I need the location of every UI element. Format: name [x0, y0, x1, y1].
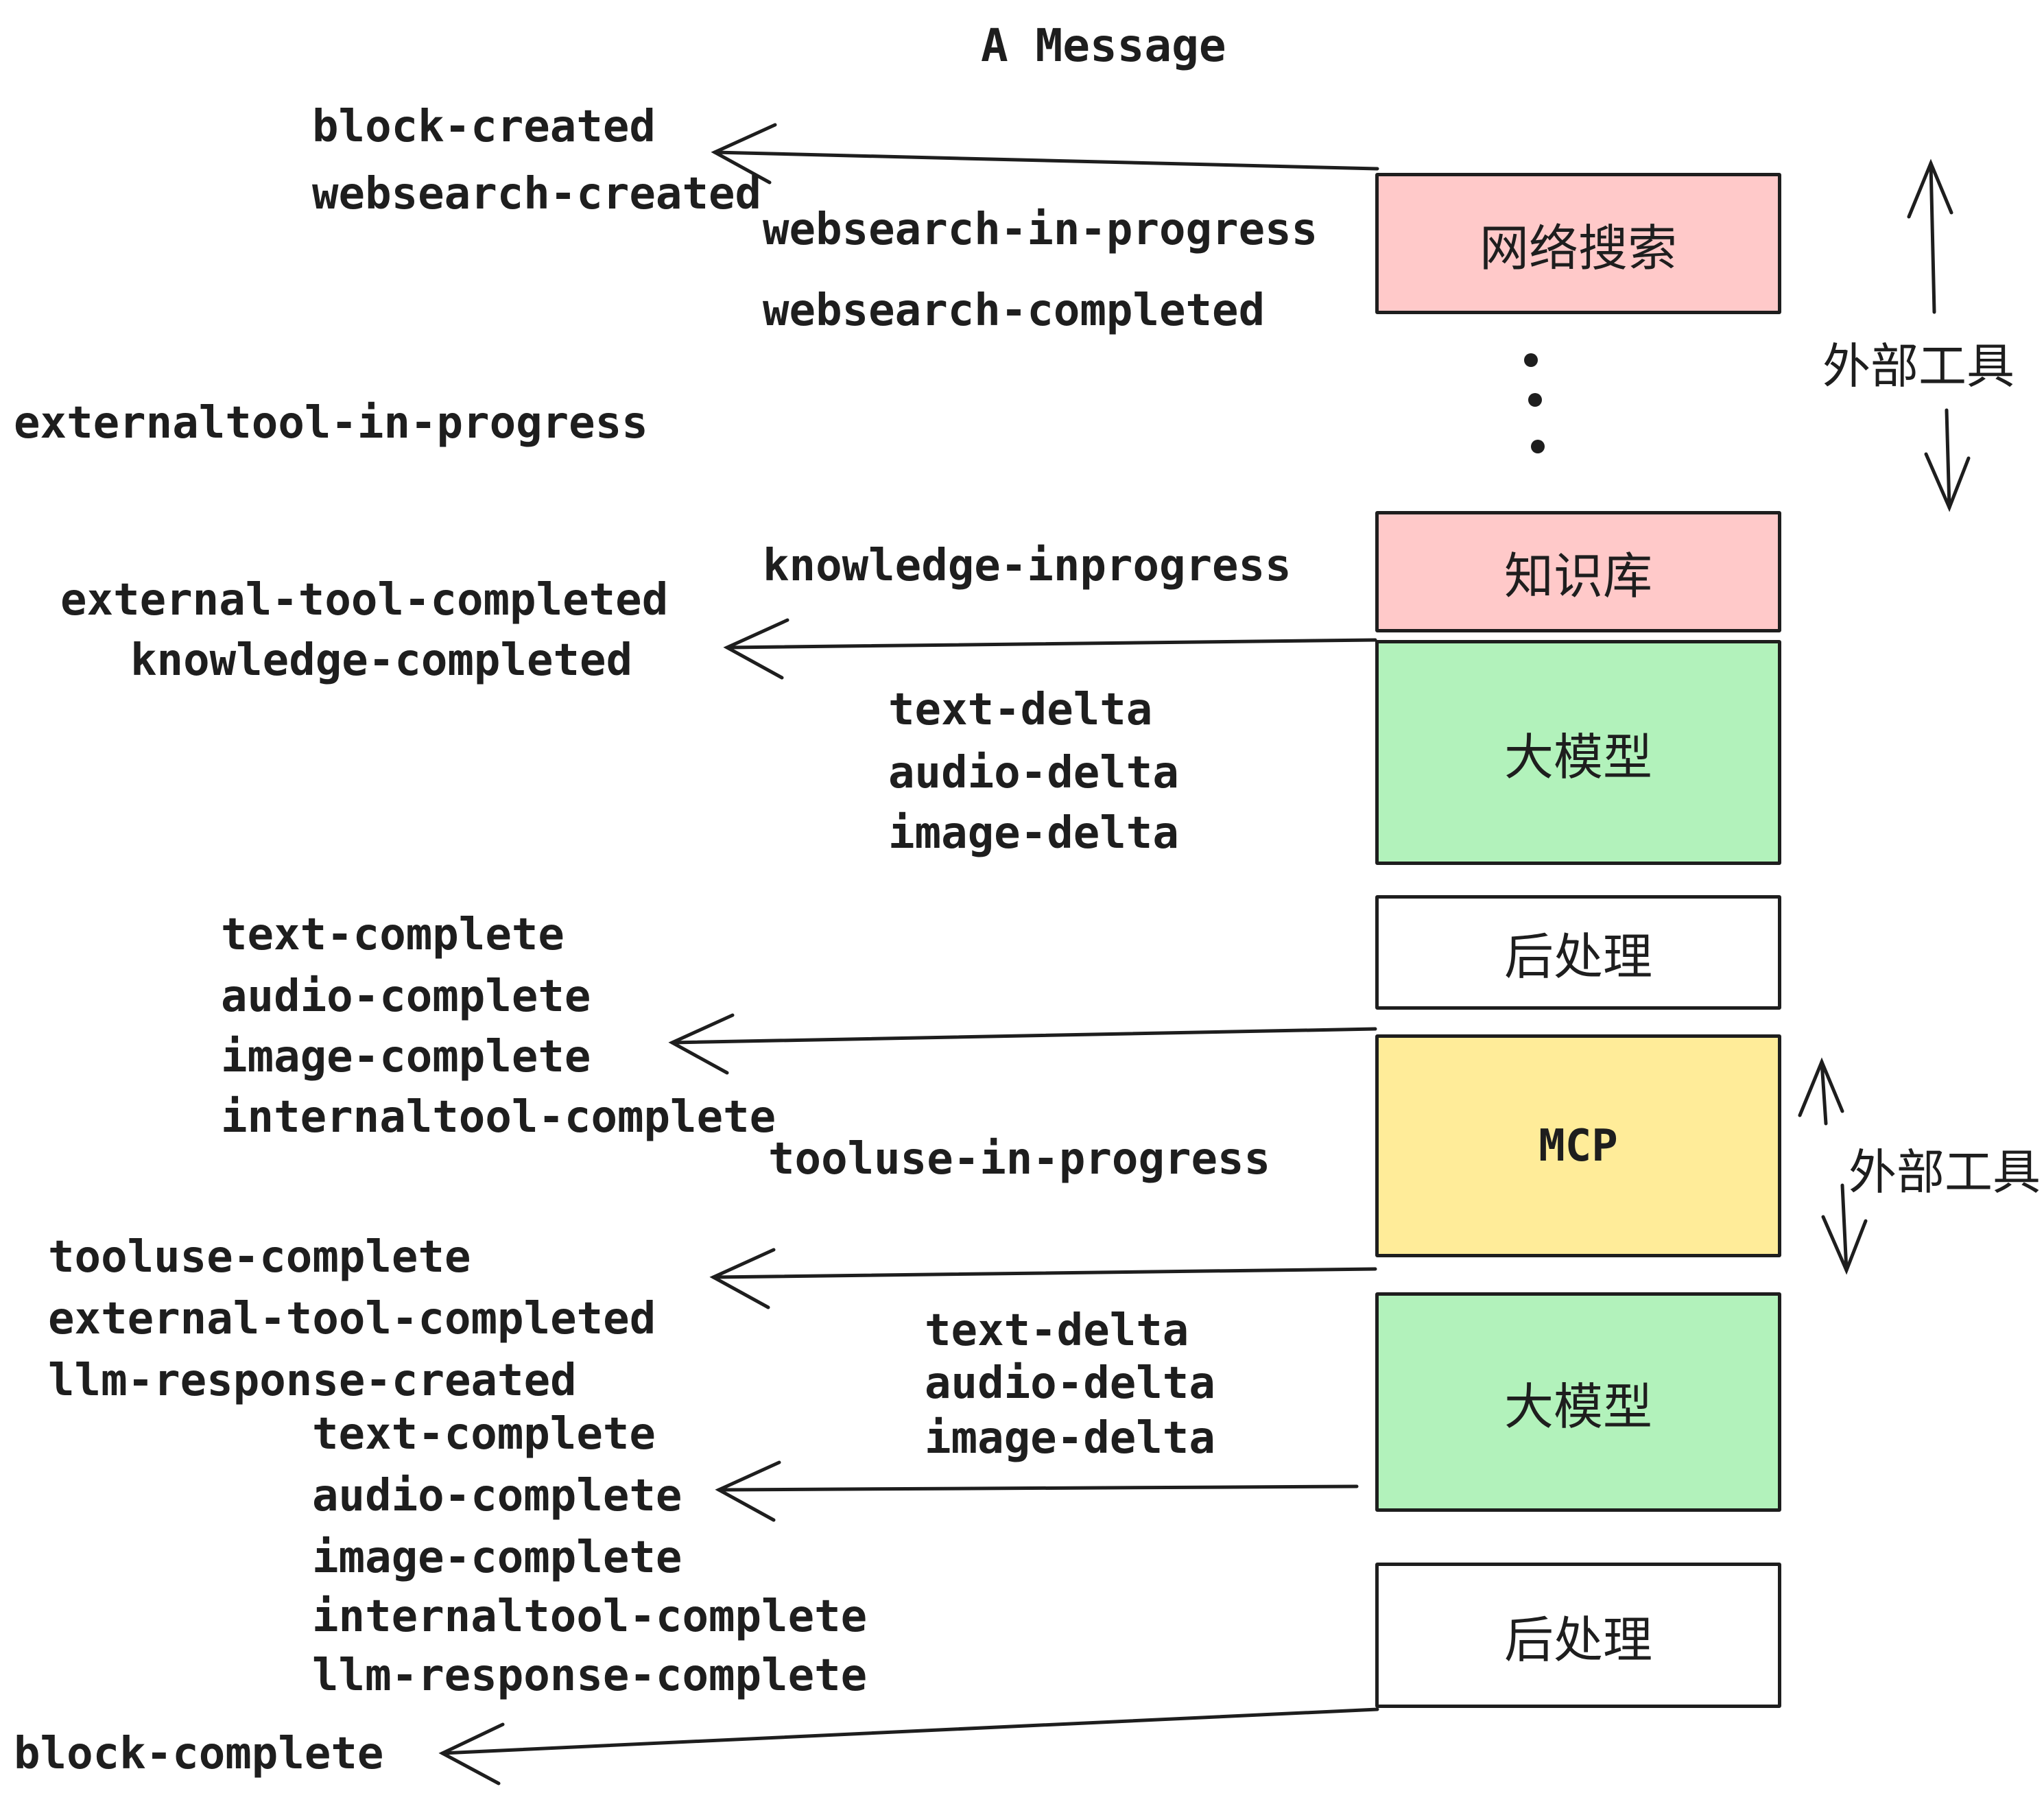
event-knowledge-inprogress: knowledge-inprogress	[763, 541, 1292, 591]
node-postprocess-1-label: 后处理	[1504, 928, 1652, 986]
event-block-created: block-created	[312, 102, 656, 152]
node-knowledge-label: 知识库	[1504, 547, 1652, 605]
event-text-delta-1: text-delta	[888, 685, 1153, 735]
event-llm-response-complete: llm-response-complete	[312, 1650, 868, 1701]
arrow-llm-complete	[715, 1460, 1359, 1522]
arrow-internal-complete	[668, 1013, 1377, 1075]
event-llm-response-created: llm-response-created	[48, 1355, 577, 1406]
event-knowledge-completed: knowledge-completed	[130, 635, 633, 686]
external-tools-label-top: 外部工具	[1822, 338, 2015, 394]
event-externaltool-in-progress: externaltool-in-progress	[14, 398, 648, 449]
arrow-tooluse-complete	[709, 1248, 1377, 1309]
event-image-complete-2: image-complete	[312, 1532, 682, 1583]
event-text-complete-2: text-complete	[312, 1409, 656, 1460]
event-text-complete-1: text-complete	[221, 910, 565, 960]
node-knowledge: 知识库	[1375, 511, 1781, 632]
arrow-knowledge-completed	[723, 618, 1377, 680]
node-postprocess-2: 后处理	[1375, 1563, 1781, 1708]
ellipsis-dots	[1524, 353, 1545, 453]
event-audio-delta-1: audio-delta	[888, 748, 1179, 798]
external-tools-label-mcp: 外部工具	[1849, 1144, 2041, 1200]
event-internaltool-complete-2: internaltool-complete	[312, 1591, 868, 1642]
node-websearch: 网络搜索	[1375, 173, 1781, 314]
node-llm-1-label: 大模型	[1504, 728, 1652, 786]
node-mcp: MCP	[1375, 1034, 1781, 1257]
event-tooluse-in-progress: tooluse-in-progress	[768, 1134, 1271, 1185]
event-audio-complete-2: audio-complete	[312, 1471, 682, 1521]
mcp-external-tools-up-arrow	[1798, 1057, 1844, 1126]
node-llm-2-label: 大模型	[1504, 1377, 1652, 1436]
page-title: A Message	[981, 19, 1226, 72]
external-tools-down-arrow	[1924, 408, 1971, 512]
event-tooluse-complete: tooluse-complete	[48, 1232, 471, 1283]
node-mcp-label: MCP	[1538, 1120, 1618, 1172]
event-internaltool-complete-1: internaltool-complete	[221, 1092, 776, 1143]
event-audio-delta-2: audio-delta	[925, 1358, 1215, 1409]
event-text-delta-2: text-delta	[925, 1305, 1189, 1356]
event-image-delta-2: image-delta	[925, 1413, 1215, 1464]
event-external-tool-completed-2: external-tool-completed	[48, 1294, 656, 1344]
event-audio-complete-1: audio-complete	[221, 971, 591, 1022]
event-websearch-created: websearch-created	[312, 169, 762, 219]
node-websearch-label: 网络搜索	[1479, 219, 1677, 277]
external-tools-up-arrow	[1907, 158, 1953, 314]
node-llm-2: 大模型	[1375, 1292, 1781, 1512]
event-external-tool-completed-1: external-tool-completed	[60, 575, 669, 626]
node-llm-1: 大模型	[1375, 640, 1781, 865]
event-image-complete-1: image-complete	[221, 1032, 591, 1082]
node-postprocess-1: 后处理	[1375, 895, 1781, 1010]
node-postprocess-2-label: 后处理	[1504, 1611, 1652, 1669]
event-block-complete: block-complete	[14, 1729, 384, 1779]
event-websearch-in-progress: websearch-in-progress	[763, 204, 1318, 255]
arrow-websearch-created	[711, 123, 1379, 185]
arrow-block-complete	[438, 1707, 1379, 1785]
event-websearch-completed: websearch-completed	[763, 285, 1265, 336]
event-image-delta-1: image-delta	[888, 808, 1179, 859]
